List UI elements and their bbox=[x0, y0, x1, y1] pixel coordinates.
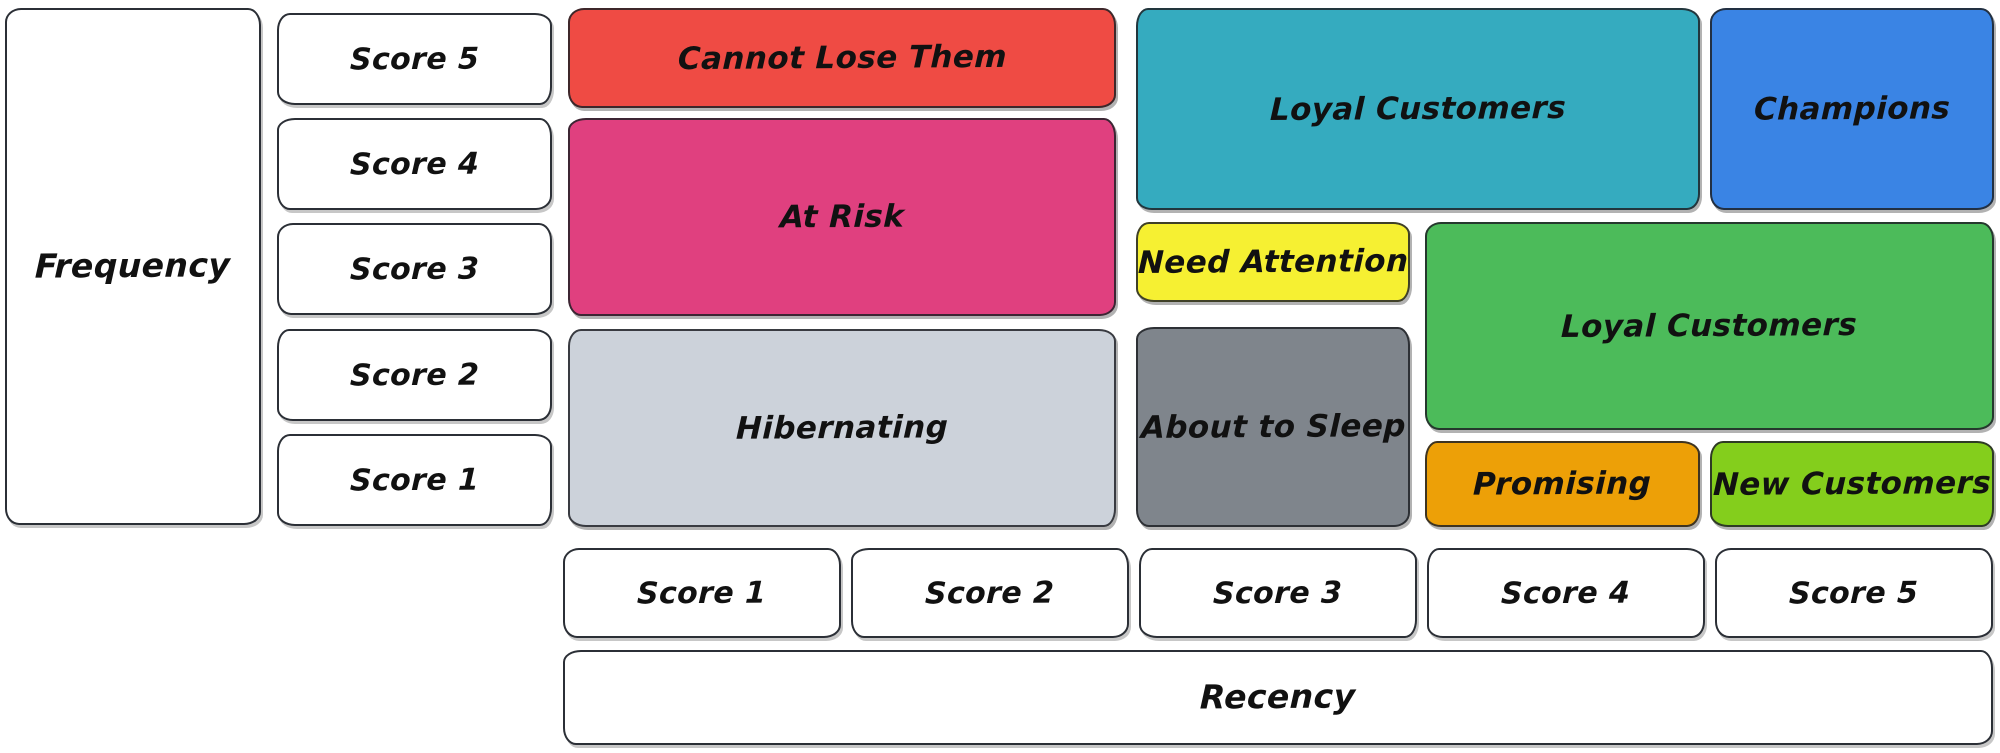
frequency-score-4-label: Score 4 bbox=[349, 146, 480, 182]
segment-hibernating-label: Hibernating bbox=[735, 409, 949, 447]
recency-score-5-box[interactable]: Score 5 bbox=[1715, 548, 1993, 638]
frequency-score-3-box[interactable]: Score 3 bbox=[277, 223, 552, 315]
recency-score-3-label: Score 3 bbox=[1212, 575, 1344, 611]
segment-hibernating[interactable]: Hibernating bbox=[568, 329, 1116, 527]
segment-promising-label: Promising bbox=[1472, 465, 1653, 503]
recency-score-2-box[interactable]: Score 2 bbox=[851, 548, 1129, 638]
recency-score-5-label: Score 5 bbox=[1788, 575, 1920, 611]
recency-score-1-box[interactable]: Score 1 bbox=[563, 548, 841, 638]
frequency-score-2-label: Score 2 bbox=[349, 357, 480, 393]
recency-score-3-box[interactable]: Score 3 bbox=[1139, 548, 1417, 638]
frequency-axis-box: Frequency bbox=[5, 8, 261, 525]
recency-score-4-label: Score 4 bbox=[1500, 575, 1632, 611]
segment-champions-label: Champions bbox=[1753, 90, 1951, 128]
segment-about-to-sleep[interactable]: About to Sleep bbox=[1136, 327, 1410, 527]
segment-promising[interactable]: Promising bbox=[1425, 441, 1700, 527]
segment-need-attention-label: Need Attention bbox=[1137, 243, 1409, 281]
frequency-score-1-box[interactable]: Score 1 bbox=[277, 434, 552, 526]
segment-about-to-sleep-label: About to Sleep bbox=[1140, 408, 1406, 446]
recency-axis-label: Recency bbox=[1199, 676, 1357, 717]
recency-score-4-box[interactable]: Score 4 bbox=[1427, 548, 1705, 638]
recency-score-1-label: Score 1 bbox=[636, 575, 768, 611]
segment-new-customers-label: New Customers bbox=[1712, 464, 1992, 503]
segment-at-risk-label: At Risk bbox=[779, 198, 905, 236]
frequency-score-3-label: Score 3 bbox=[349, 251, 480, 287]
segment-loyal-customers-top[interactable]: Loyal Customers bbox=[1136, 8, 1700, 210]
recency-score-2-label: Score 2 bbox=[924, 575, 1056, 611]
segment-champions[interactable]: Champions bbox=[1710, 8, 1994, 210]
frequency-axis-label: Frequency bbox=[34, 245, 232, 287]
frequency-score-5-label: Score 5 bbox=[349, 41, 480, 77]
segment-new-customers[interactable]: New Customers bbox=[1710, 441, 1994, 527]
segment-need-attention[interactable]: Need Attention bbox=[1136, 222, 1410, 302]
segment-cannot-lose-them[interactable]: Cannot Lose Them bbox=[568, 8, 1116, 108]
frequency-score-4-box[interactable]: Score 4 bbox=[277, 118, 552, 210]
frequency-score-2-box[interactable]: Score 2 bbox=[277, 329, 552, 421]
frequency-score-1-label: Score 1 bbox=[349, 462, 480, 498]
segment-loyal-customers-mid[interactable]: Loyal Customers bbox=[1425, 222, 1994, 430]
segment-loyal-customers-top-label: Loyal Customers bbox=[1269, 89, 1567, 128]
recency-axis-box: Recency bbox=[563, 650, 1993, 745]
segment-at-risk[interactable]: At Risk bbox=[568, 118, 1116, 316]
segment-loyal-customers-mid-label: Loyal Customers bbox=[1560, 306, 1859, 345]
frequency-score-5-box[interactable]: Score 5 bbox=[277, 13, 552, 105]
segment-cannot-lose-them-label: Cannot Lose Them bbox=[676, 38, 1008, 78]
